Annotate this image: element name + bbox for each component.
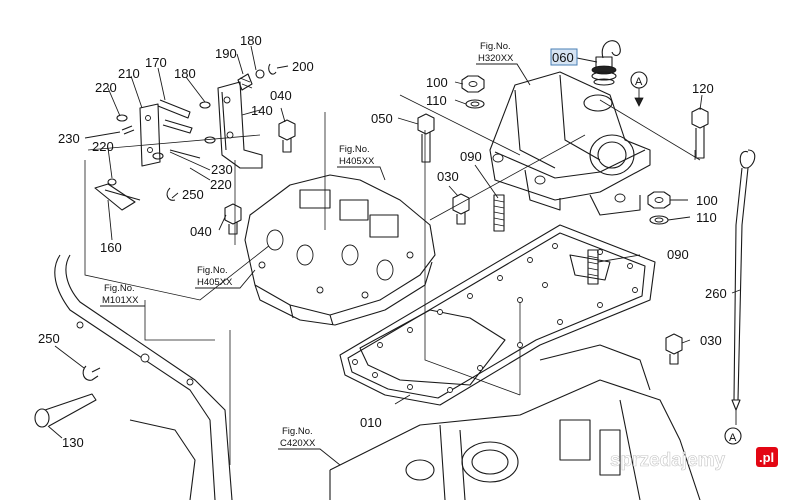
bolt-030-right: [665, 333, 683, 365]
reference-a-bottom: [724, 427, 742, 445]
label-220-right: 220: [210, 177, 232, 192]
fig-h320-word: Fig.No.: [480, 41, 511, 52]
stud-090-left: [493, 194, 505, 232]
label-110-right: 110: [696, 210, 717, 225]
leader-lines: [47, 45, 741, 439]
cylinder-head: [244, 174, 436, 326]
clip-250-lower: [82, 365, 101, 381]
label-010: 010: [360, 415, 382, 430]
label-190: 190: [215, 46, 237, 61]
nut-washer-right: [647, 191, 671, 225]
label-100-right: 100: [696, 193, 718, 208]
label-180-left: 180: [174, 66, 196, 81]
label-100-upper: 100: [426, 75, 448, 90]
fig-m101-word: Fig.No.: [104, 283, 135, 294]
bolt-120: [691, 107, 709, 159]
label-060: 060: [552, 50, 574, 65]
nut-washer-upper: [461, 75, 485, 109]
engine-block: [329, 344, 701, 500]
watermark-text: sprzedajemy: [610, 450, 726, 471]
reference-lines: [84, 94, 701, 465]
label-140: 140: [251, 103, 273, 118]
dipstick-260: [731, 149, 756, 425]
fig-h320-code: H320XX: [478, 53, 514, 64]
label-090-left: 090: [460, 149, 482, 164]
highlight-060: [550, 48, 578, 66]
label-250-upper: 250: [182, 187, 204, 202]
label-040-upper: 040: [270, 88, 292, 103]
label-220-top: 220: [95, 80, 117, 95]
pin-130: [34, 393, 97, 428]
label-110-upper: 110: [426, 93, 447, 108]
watermark: sprzedajemy .pl: [610, 447, 778, 471]
label-230-left: 230: [58, 131, 80, 146]
cylinder-head-cover: [489, 71, 651, 216]
bracket-assembly: [94, 81, 263, 211]
fig-h405-lower-word: Fig.No.: [197, 265, 228, 276]
stud-090-right: [587, 249, 599, 285]
label-040-lower: 040: [190, 224, 212, 239]
label-250-lower: 250: [38, 331, 60, 346]
label-170: 170: [145, 55, 167, 70]
label-130: 130: [62, 435, 84, 450]
label-200: 200: [292, 59, 314, 74]
label-090-right: 090: [667, 247, 689, 262]
label-ref-a-top: A: [635, 76, 643, 88]
label-160: 160: [100, 240, 122, 255]
watermark-badge: .pl: [759, 450, 774, 465]
fig-h405-upper-word: Fig.No.: [339, 144, 370, 155]
fig-h405-lower-code: H405XX: [197, 277, 233, 288]
reference-a-top: [630, 71, 648, 107]
gasket-010: [339, 224, 656, 406]
part-number-labels: 010 030 030 040 040 050 060 090 090 100 …: [38, 33, 737, 450]
bolt-030-left: [452, 193, 470, 225]
fig-h405-upper-code: H405XX: [339, 156, 375, 167]
label-030-right: 030: [700, 333, 722, 348]
label-030-left: 030: [437, 169, 459, 184]
watermark-badge-bg: [756, 447, 778, 467]
label-210: 210: [118, 66, 140, 81]
bolt-050: [417, 113, 435, 163]
label-230-right: 230: [211, 162, 233, 177]
label-050: 050: [371, 111, 393, 126]
fig-m101-code: M101XX: [102, 295, 139, 306]
label-ref-a-bottom: A: [729, 432, 737, 444]
bolt-040-upper: [278, 119, 296, 153]
small-hardware: [104, 63, 277, 201]
figure-callouts: Fig.No. H320XX Fig.No. H405XX Fig.No. H4…: [100, 41, 531, 466]
label-120: 120: [692, 81, 714, 96]
label-260: 260: [705, 286, 727, 301]
label-220-mid: 220: [92, 139, 114, 154]
label-180-top: 180: [240, 33, 262, 48]
fig-c420-code: C420XX: [280, 438, 316, 449]
front-cover: [54, 254, 233, 500]
fig-c420-word: Fig.No.: [282, 426, 313, 437]
bolt-040-lower: [224, 203, 242, 235]
gasket-bolt-holes: [352, 243, 638, 393]
oil-filler-cap-060: [591, 40, 621, 86]
